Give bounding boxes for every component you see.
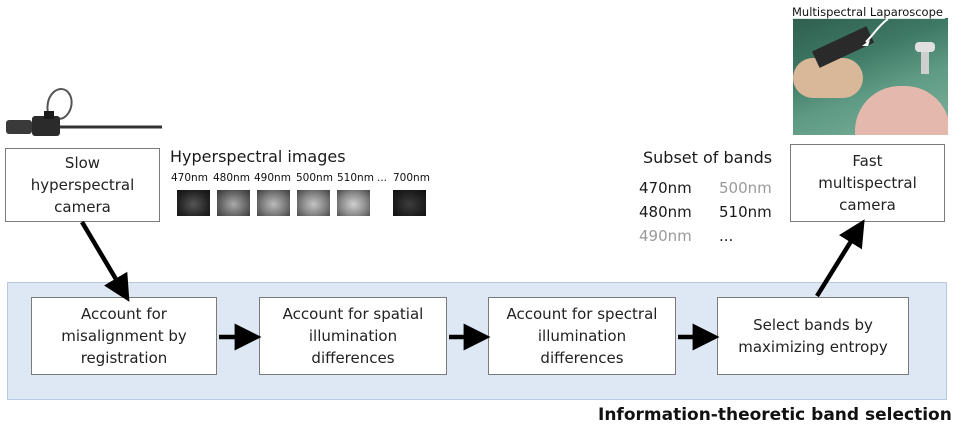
spectral-image-thumbnail [297,190,330,216]
registration-step-box: Account for misalignment by registration [31,297,217,375]
entropy-band-selection-step-box: Select bands by maximizing entropy [717,297,909,375]
band-label: 470nm [639,179,692,197]
spectral-image-thumbnail [217,190,250,216]
surgical-scene-photo [793,18,948,135]
band-label-deselected: 500nm [719,179,772,197]
subset-of-bands-title: Subset of bands [643,148,773,167]
band-label: 480nm [639,203,692,221]
wavelength-label: 700nm [393,172,430,184]
wavelength-label: 490nm [254,172,291,184]
arrow-camera-to-registration [80,220,130,302]
wavelength-label: 480nm [213,172,250,184]
slow-hyperspectral-camera-box: Slow hyperspectral camera [5,148,160,222]
spectral-image-thumbnail [177,190,210,216]
band-label: ... [719,227,734,245]
laparoscope-label: Multispectral Laparoscope [790,5,945,19]
hyperspectral-images-title: Hyperspectral images [170,147,346,166]
spectral-illumination-step-box: Account for spectral illumination differ… [488,297,676,375]
arrow-selection-to-fast-camera [815,219,865,298]
band-label: 510nm [719,203,772,221]
spectral-image-thumbnail [257,190,290,216]
spectral-image-thumbnail [337,190,370,216]
wavelength-label: 500nm [296,172,333,184]
wavelength-label: 510nm [337,172,374,184]
wavelength-label: ... [377,172,388,184]
band-label-deselected: 490nm [639,227,692,245]
wavelength-label: 470nm [171,172,208,184]
spatial-illumination-step-box: Account for spatial illumination differe… [259,297,447,375]
fast-multispectral-camera-box: Fast multispectral camera [790,144,945,222]
band-selection-caption: Information-theoretic band selection [598,405,952,425]
spectral-image-thumbnail [393,190,426,216]
